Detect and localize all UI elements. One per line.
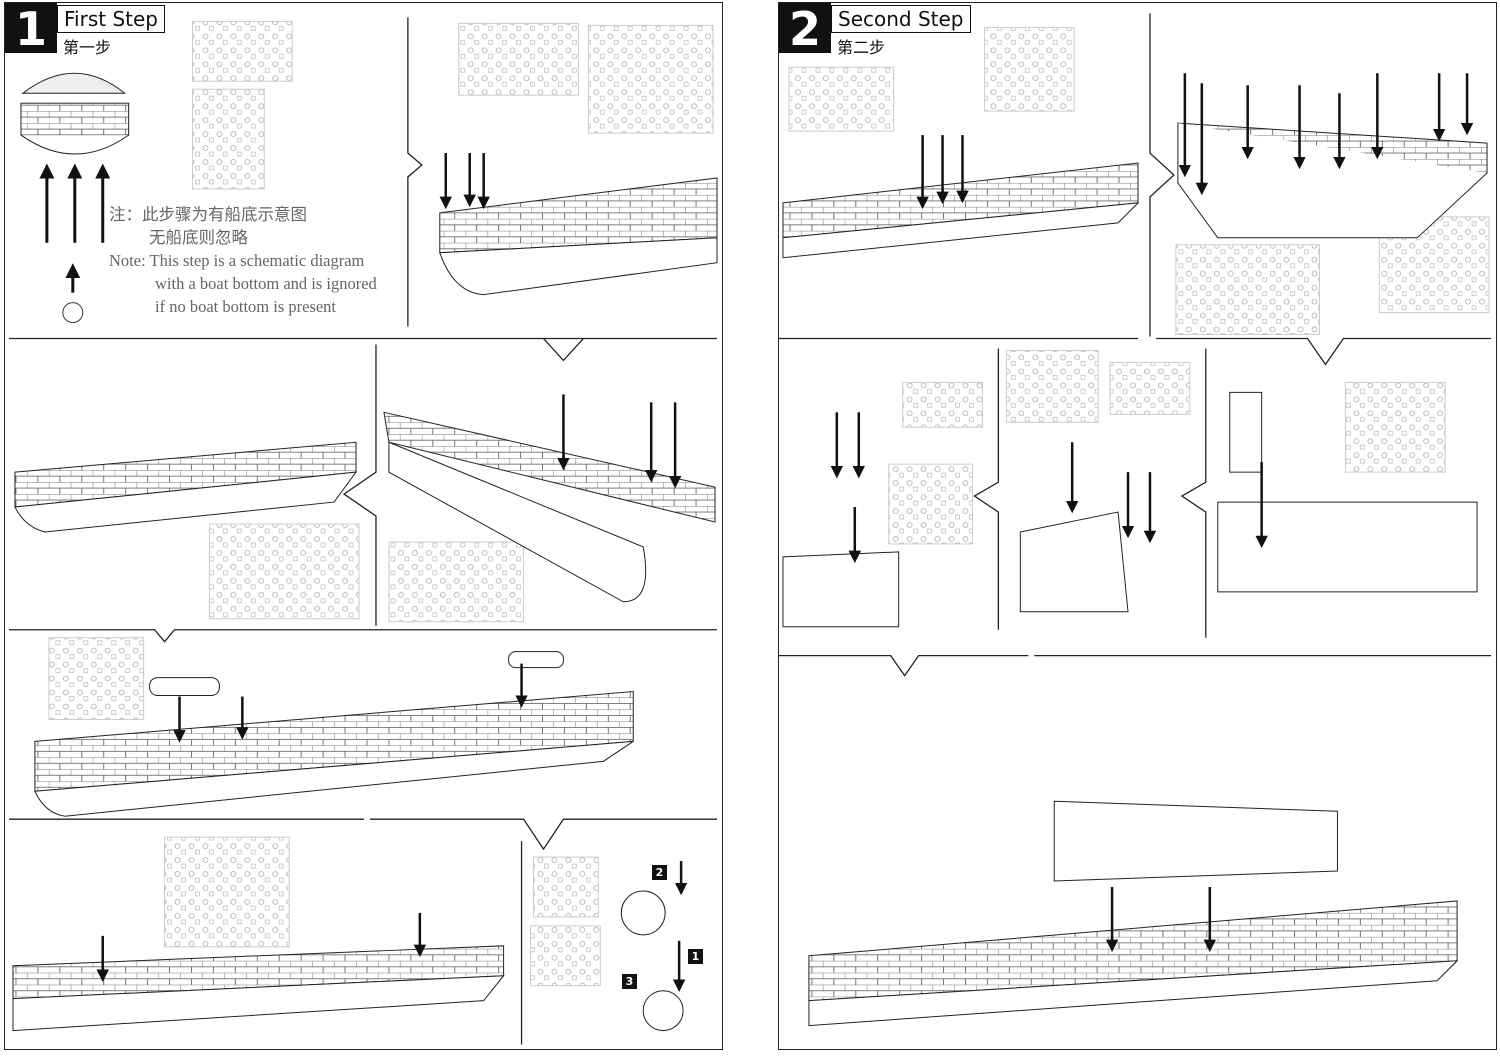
step-2-page: 2 Second Step 第二步 — [778, 2, 1497, 1050]
note-en-line2: with a boat bottom and is ignored — [155, 274, 377, 293]
step-title-cn: 第二步 — [837, 38, 886, 57]
note-en-line3: if no boat bottom is present — [155, 297, 337, 316]
step-title: First Step — [57, 5, 165, 33]
panel-dividers — [779, 13, 1492, 677]
note-cn-line1: 注：此步骤为有船底示意图 — [109, 205, 307, 224]
sub-step-badge-1: 1 — [688, 949, 703, 964]
step-1-page: 1 First Step 第一步 注：此步骤为有船底示意图 无船底则忽略 Not… — [4, 2, 723, 1050]
step-title-cn: 第一步 — [63, 38, 112, 57]
step-number: 1 — [5, 3, 57, 55]
sprue-sheets — [788, 26, 1490, 545]
step-number: 2 — [779, 3, 831, 55]
sub-step-badge-2: 2 — [652, 865, 667, 880]
stern-view-drawing — [20, 72, 130, 324]
note-en-line1: Note: This step is a schematic diagram — [109, 251, 365, 270]
step-1-illustrations — [8, 17, 718, 1045]
step-title: Second Step — [831, 5, 971, 33]
hull-drawings — [782, 122, 1488, 1027]
hull-drawings — [12, 177, 718, 1032]
note-cn-line2: 无船底则忽略 — [149, 228, 248, 247]
sprue-sheets — [48, 20, 714, 987]
assembly-arrows — [96, 153, 688, 992]
sub-step-badge-3: 3 — [622, 974, 637, 989]
assembly-arrows — [830, 73, 1474, 953]
panel-dividers — [8, 17, 718, 1045]
step-2-illustrations — [779, 13, 1492, 1027]
